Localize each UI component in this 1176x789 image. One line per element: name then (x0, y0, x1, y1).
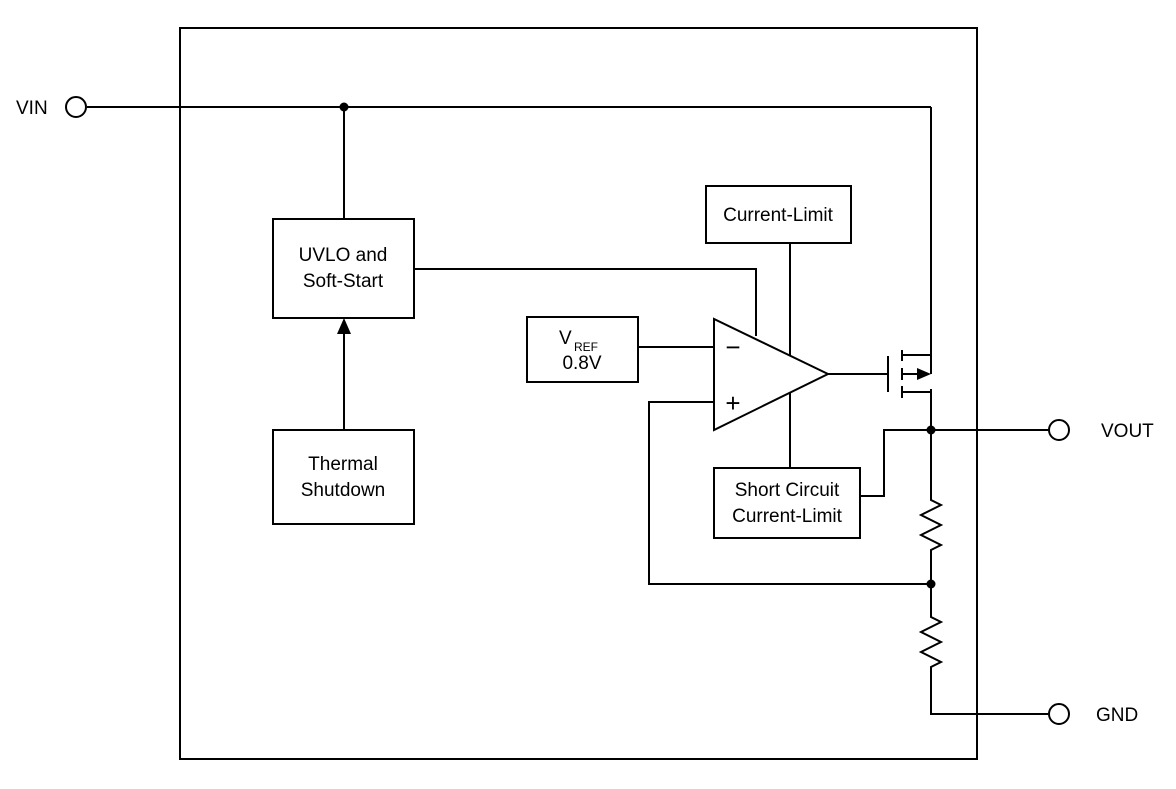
gnd-label: GND (1096, 705, 1138, 726)
current-limit-block: Current-Limit (705, 185, 852, 244)
uvlo-block: UVLO and Soft-Start (272, 218, 415, 319)
vref-symbol: V (559, 328, 572, 349)
uvlo-to-amp-wire (414, 268, 757, 336)
feedback-wire (648, 401, 931, 585)
arrowhead-icon (337, 318, 351, 334)
gnd-pin (1048, 703, 1070, 725)
upper-resistor (918, 495, 944, 556)
uvlo-line1: UVLO and (299, 245, 388, 266)
amp-minus-sign: − (725, 332, 740, 362)
vref-value: 0.8V (562, 353, 601, 374)
gnd-wire (930, 672, 1048, 715)
vin-junction-dot (339, 102, 349, 112)
vout-label: VOUT (1101, 421, 1154, 442)
short-circuit-line2: Current-Limit (732, 506, 843, 527)
short-circuit-sense-wire (860, 429, 931, 497)
package-outline (179, 27, 978, 760)
thermal-line2: Shutdown (301, 480, 386, 501)
short-circuit-line1: Short Circuit (735, 480, 840, 501)
vref-subscript: REF (574, 340, 598, 354)
pass-mosfet (887, 350, 932, 398)
amp-plus-sign: + (725, 388, 740, 418)
vref-block: V REF 0.8V (526, 316, 639, 383)
error-amplifier: − + (713, 317, 831, 432)
vin-pin (65, 96, 87, 118)
feedback-junction-dot (926, 579, 936, 589)
thermal-shutdown-block: Thermal Shutdown (272, 429, 415, 525)
current-limit-label: Current-Limit (723, 205, 834, 226)
lower-resistor (918, 612, 944, 672)
thermal-line1: Thermal (308, 454, 378, 475)
vout-junction-dot (926, 425, 936, 435)
vout-pin (1048, 419, 1070, 441)
vin-label: VIN (16, 98, 48, 119)
short-circuit-block: Short Circuit Current-Limit (713, 467, 861, 539)
uvlo-line2: Soft-Start (303, 271, 384, 292)
wires (87, 106, 1048, 715)
